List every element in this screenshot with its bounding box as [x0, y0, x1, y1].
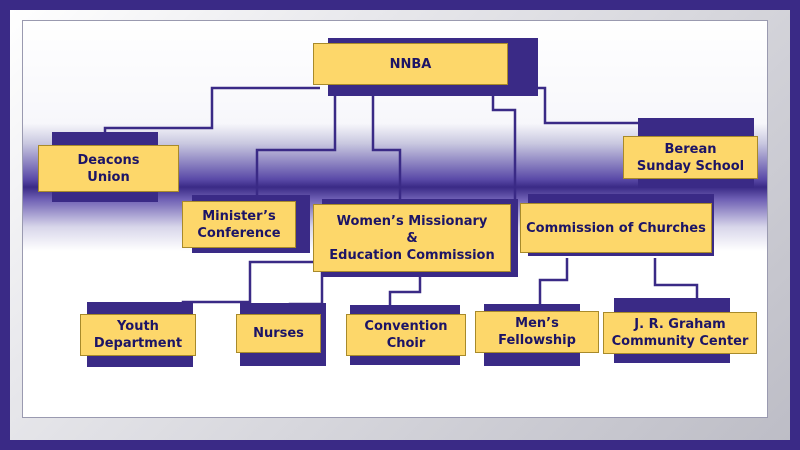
connector-commission-graham: [653, 258, 699, 305]
node-nurses-label: Nurses: [236, 314, 321, 353]
connector-womens-choir: [388, 272, 422, 313]
node-berean-label: Berean Sunday School: [623, 136, 758, 179]
node-womens-label: Women’s Missionary & Education Commissio…: [313, 204, 511, 272]
node-commission-label: Commission of Churches: [520, 203, 712, 253]
node-youth-label: Youth Department: [80, 314, 196, 356]
node-deacons-label: Deacons Union: [38, 145, 179, 192]
node-graham-label: J. R. Graham Community Center: [603, 312, 757, 354]
node-ministers-label: Minister’s Conference: [182, 201, 296, 248]
connector-nnba-ministers: [255, 90, 337, 200]
connector-commission-mens: [538, 258, 569, 305]
node-mens-label: Men’s Fellowship: [475, 311, 599, 353]
connector-nnba-commission: [491, 90, 517, 200]
connector-nnba-womens: [371, 90, 402, 203]
node-choir-label: Convention Choir: [346, 314, 466, 356]
node-nnba-label: NNBA: [313, 43, 508, 85]
